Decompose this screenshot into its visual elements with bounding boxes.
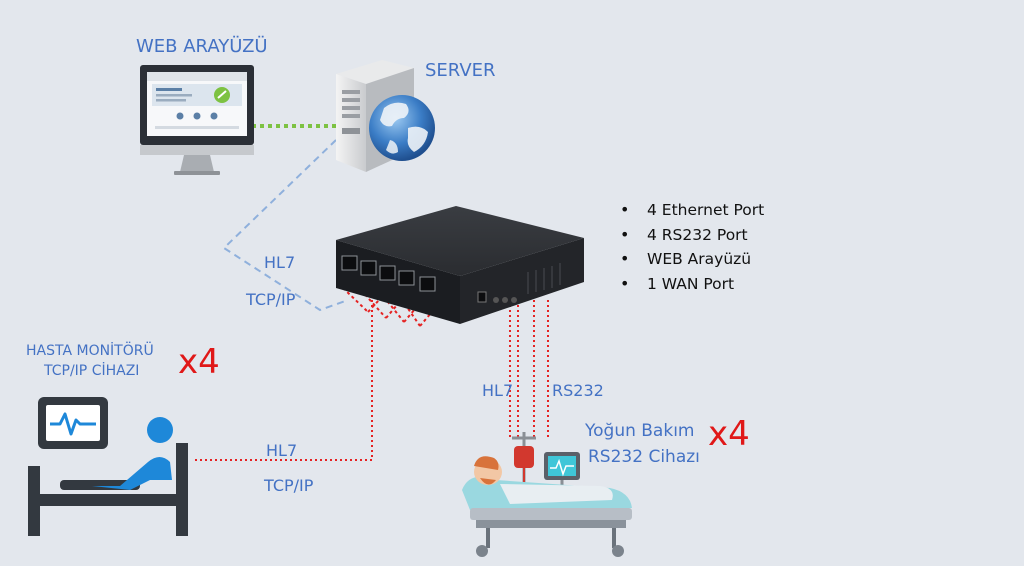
icu-label-line1: Yoğun Bakım	[585, 421, 695, 441]
feature-item: 4 RS232 Port	[620, 223, 764, 248]
rs232-label: RS232	[552, 381, 604, 400]
monitor-label-line1: HASTA MONİTÖRÜ	[26, 343, 154, 359]
feature-list: 4 Ethernet Port 4 RS232 Port WEB Arayüzü…	[620, 198, 764, 296]
globe-icon	[369, 95, 435, 161]
hospital-bed-icon	[28, 417, 188, 536]
network-switch-icon	[336, 206, 584, 324]
blue-link-server-switch	[222, 139, 349, 312]
icu-label-line2: RS232 Cihazı	[588, 447, 700, 467]
monitor-icon	[140, 65, 254, 175]
red-link-switch-monitor	[192, 300, 373, 461]
hl7-lower-label: HL7	[266, 441, 298, 460]
web-interface-label: WEB ARAYÜZÜ	[136, 36, 268, 57]
red-link-switch-icu	[509, 300, 549, 438]
hl7-upper-label: HL7	[264, 253, 296, 272]
icu-count-badge: x4	[708, 414, 750, 454]
monitor-count-badge: x4	[178, 342, 220, 382]
icu-patient-icon	[462, 432, 632, 557]
monitor-label-line2: TCP/IP CİHAZI	[44, 363, 140, 379]
patient-monitor-icon	[38, 397, 108, 449]
server-label: SERVER	[425, 60, 496, 81]
tcpip-upper-label: TCP/IP	[246, 290, 296, 309]
feature-item: 4 Ethernet Port	[620, 198, 764, 223]
feature-item: WEB Arayüzü	[620, 247, 764, 272]
hl7-serial-label: HL7	[482, 381, 514, 400]
feature-item: 1 WAN Port	[620, 272, 764, 297]
tcpip-lower-label: TCP/IP	[264, 476, 314, 495]
